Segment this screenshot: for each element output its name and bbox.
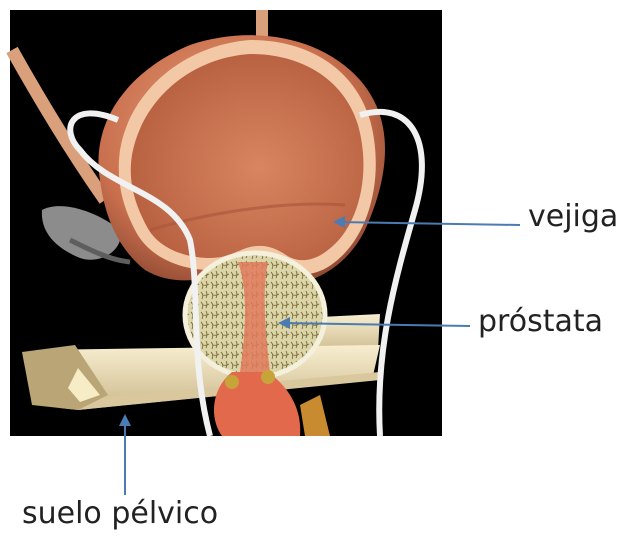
gland-right	[261, 370, 275, 384]
gland-left	[225, 375, 239, 389]
label-suelo-pelvico: suelo pélvico	[22, 499, 218, 529]
label-prostata: próstata	[478, 307, 603, 337]
label-vejiga: vejiga	[528, 202, 618, 232]
